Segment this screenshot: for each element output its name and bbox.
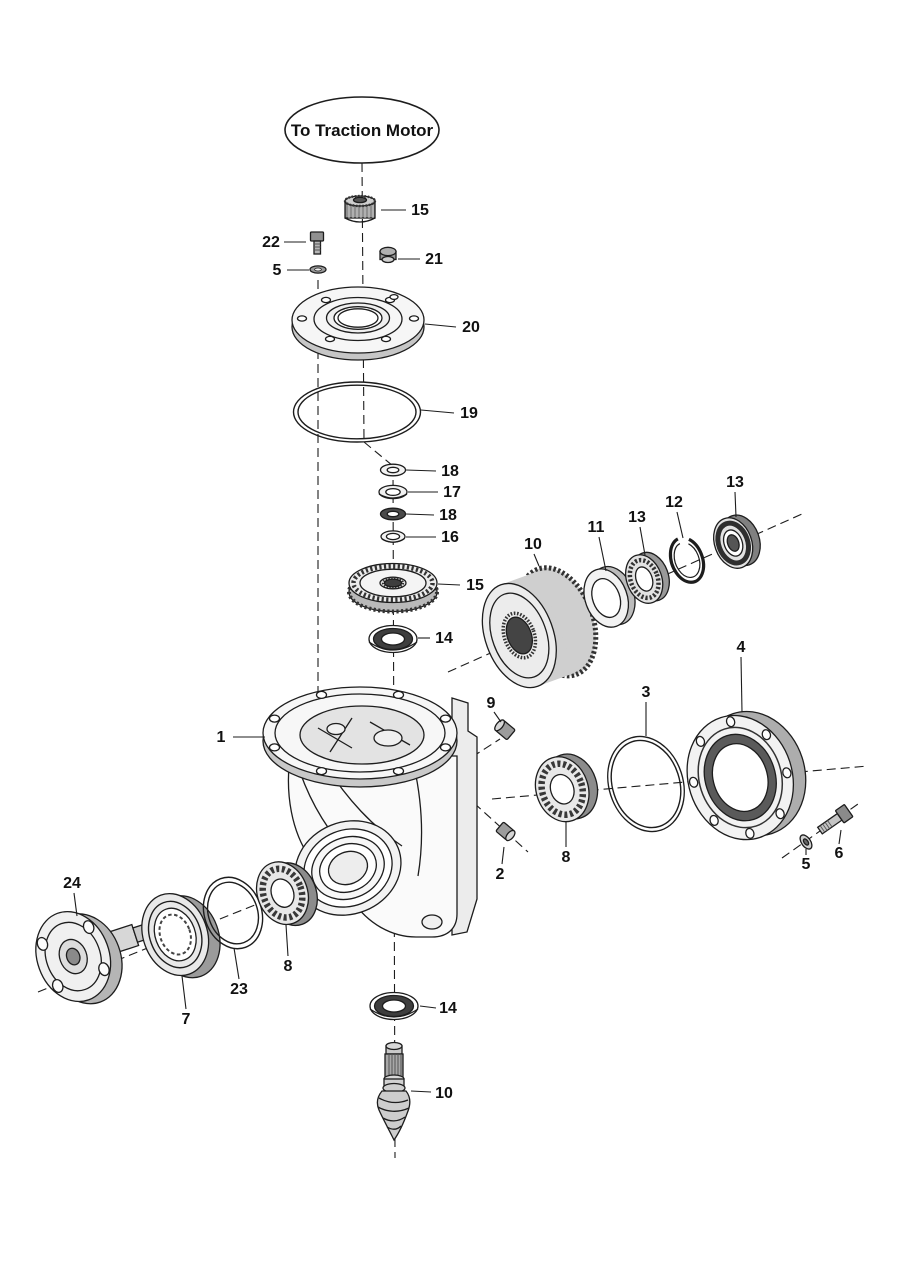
callout-6-bolt: 6	[835, 845, 844, 862]
part-14-bearing-upper	[368, 624, 418, 654]
callout-9-plug: 9	[487, 695, 496, 712]
part-13-bearing-outer	[713, 514, 761, 569]
callout-18-seal-lower: 18	[439, 507, 457, 524]
callout-3-o-ring: 3	[642, 684, 651, 701]
callout-5-washer-right: 5	[802, 856, 811, 873]
callout-4-side-cover: 4	[737, 639, 746, 656]
part-21-plug	[379, 246, 397, 264]
callout-14-bearing-upper: 14	[435, 630, 453, 647]
callout-22-bolt: 22	[262, 234, 280, 251]
part-16-ring	[380, 530, 406, 543]
part-7-oil-seal	[141, 892, 221, 979]
part-13-bearing-inner	[624, 551, 670, 604]
callout-24-output-flange: 24	[63, 875, 81, 892]
callout-5-washer-upper: 5	[273, 262, 282, 279]
callout-12-snap-ring: 12	[665, 494, 683, 511]
part-12-snap-ring	[668, 537, 706, 584]
part-18-washer-upper	[379, 463, 407, 477]
callout-15-spur-gear: 15	[466, 577, 484, 594]
part-24-output-flange	[35, 910, 165, 1005]
callout-10-bevel-pinion: 10	[435, 1085, 453, 1102]
traction-motor-balloon: To Traction Motor	[284, 96, 440, 164]
callout-16-ring: 16	[441, 529, 459, 546]
callout-7-oil-seal: 7	[182, 1011, 191, 1028]
part-15-spur-gear	[347, 562, 439, 614]
part-5-washer-right	[799, 834, 813, 850]
callout-8-bearing-right: 8	[562, 849, 571, 866]
callout-19-gasket: 19	[460, 405, 478, 422]
part-6-bolt	[816, 804, 854, 835]
part-8-bearing-right	[534, 753, 599, 823]
leader-lines	[73, 209, 842, 1093]
callout-1-housing: 1	[217, 729, 226, 746]
part-8-bearing-left	[255, 861, 318, 927]
callout-23-shim-ring: 23	[230, 981, 248, 998]
part-10-drive-gear	[481, 565, 599, 689]
part-14-bearing-lower	[369, 991, 419, 1021]
callout-21-plug: 21	[425, 251, 443, 268]
part-4-side-cover	[686, 710, 807, 841]
part-1-gear-housing	[262, 686, 478, 938]
part-17-ring	[378, 484, 408, 500]
balloon-label: To Traction Motor	[291, 121, 434, 140]
callout-18-washer-upper: 18	[441, 463, 459, 480]
part-20-bearing-cap	[291, 286, 425, 361]
callout-11-washer: 11	[588, 519, 605, 536]
callout-17-ring: 17	[443, 484, 461, 501]
part-10-bevel-pinion	[376, 1041, 411, 1142]
callout-10-drive-gear: 10	[524, 536, 542, 553]
part-3-o-ring	[607, 735, 685, 833]
part-5-washer-upper	[309, 265, 327, 274]
part-22-bolt	[309, 231, 325, 255]
callout-15-input-pinion: 15	[411, 202, 429, 219]
part-15-input-pinion	[343, 194, 377, 223]
callout-13-bearing-outer: 13	[726, 474, 744, 491]
callout-14-bearing-lower: 14	[439, 1000, 457, 1017]
part-2-plug	[495, 821, 516, 842]
callout-labels: 15 22 5 21 20 19 18 17 18 16 15 14 10 11…	[63, 202, 843, 1102]
callout-2-plug: 2	[496, 866, 505, 883]
part-9-plug	[494, 719, 516, 741]
callout-20-bearing-cap: 20	[462, 319, 480, 336]
part-18-seal-lower	[379, 507, 407, 521]
part-19-gasket	[292, 381, 422, 443]
callout-8-bearing-left: 8	[284, 958, 293, 975]
part-11-washer	[583, 565, 636, 628]
callout-13-bearing-inner: 13	[628, 509, 646, 526]
